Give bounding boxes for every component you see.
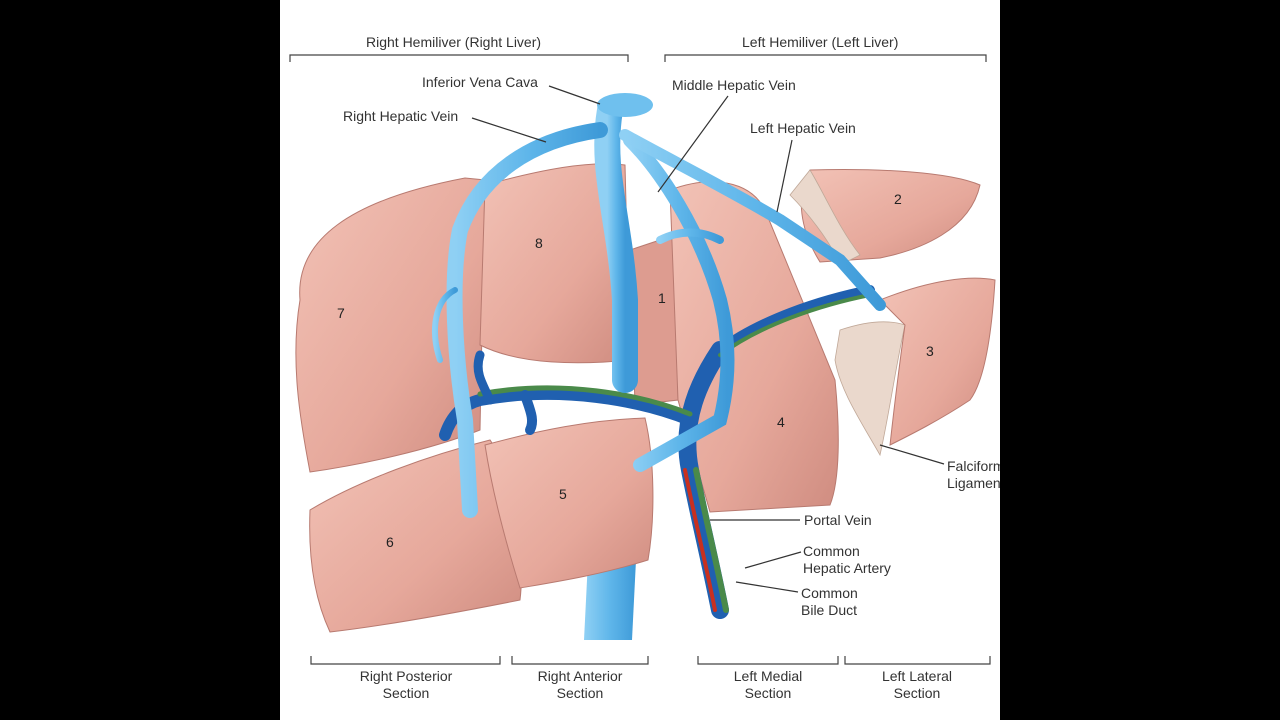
section-left-medial: Left Medial Section — [708, 668, 828, 702]
label-artery-line2: Hepatic Artery — [803, 560, 891, 576]
portal-triad — [439, 285, 875, 619]
section-left-lateral-line2: Section — [893, 685, 941, 701]
hemiliver-brackets — [289, 54, 987, 62]
liver-illustration — [289, 54, 996, 665]
section-right-anterior: Right Anterior Section — [520, 668, 640, 702]
label-left-hepatic-vein: Left Hepatic Vein — [750, 120, 856, 136]
segment-5 — [484, 417, 654, 589]
segment-6-number: 6 — [386, 534, 394, 550]
label-portal-vein: Portal Vein — [804, 512, 872, 528]
hepatic-veins — [432, 97, 886, 518]
left-hemiliver-header: Left Hemiliver (Left Liver) — [742, 34, 899, 50]
segment-8-number: 8 — [535, 235, 543, 251]
section-right-posterior: Right Posterior Section — [346, 668, 466, 702]
right-hemiliver-header: Right Hemiliver (Right Liver) — [366, 34, 542, 50]
label-bile-line2: Bile Duct — [801, 602, 858, 618]
section-right-posterior-line2: Section — [382, 685, 430, 701]
section-right-anterior-line1: Right Anterior — [537, 668, 623, 684]
section-left-lateral: Left Lateral Section — [857, 668, 977, 702]
segment-3 — [879, 277, 996, 446]
label-common-bile-duct: Common Bile Duct — [801, 585, 858, 619]
segment-4-number: 4 — [777, 414, 785, 430]
section-brackets — [310, 656, 991, 665]
label-inferior-vena-cava: Inferior Vena Cava — [422, 74, 538, 90]
segment-7 — [295, 177, 486, 473]
section-left-lateral-line1: Left Lateral — [881, 668, 953, 684]
label-bile-line1: Common — [801, 585, 858, 601]
falciform-ligament-lower — [834, 321, 906, 457]
label-falciform-line1: Falciform — [947, 458, 1000, 474]
segment-5-number: 5 — [559, 486, 567, 502]
section-left-medial-line2: Section — [744, 685, 792, 701]
segment-1-number: 1 — [658, 290, 666, 306]
segment-7-number: 7 — [337, 305, 345, 321]
label-falciform-line2: Ligament — [947, 475, 1000, 491]
leader-lines — [471, 85, 945, 593]
inferior-vena-cava-lower — [584, 560, 636, 640]
section-left-medial-line1: Left Medial — [733, 668, 803, 684]
label-falciform-ligament: Falciform Ligament — [947, 458, 1000, 492]
label-artery-line1: Common — [803, 543, 860, 559]
segment-3-number: 3 — [926, 343, 934, 359]
label-middle-hepatic-vein: Middle Hepatic Vein — [672, 77, 796, 93]
segment-2-number: 2 — [894, 191, 902, 207]
section-right-anterior-line2: Section — [556, 685, 604, 701]
label-right-hepatic-vein: Right Hepatic Vein — [343, 108, 459, 124]
liver-anatomy-diagram: Right Hemiliver (Right Liver) Left Hemil… — [280, 0, 1000, 720]
label-common-hepatic-artery: Common Hepatic Artery — [803, 543, 891, 577]
inferior-vena-cava-top — [597, 93, 653, 117]
section-right-posterior-line1: Right Posterior — [359, 668, 453, 684]
